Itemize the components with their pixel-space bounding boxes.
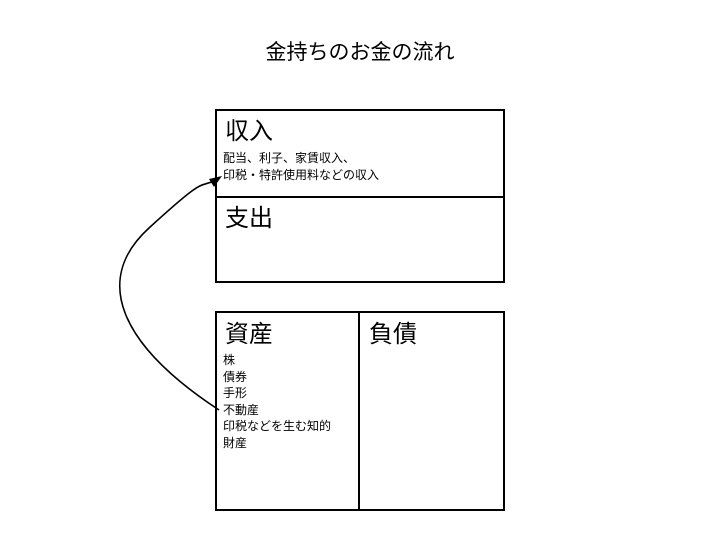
asset-item: 不動産 (223, 402, 260, 417)
diagram-title: 金持ちのお金の流れ (265, 40, 455, 64)
asset-heading: 資産 (225, 320, 273, 348)
asset-item: 印税などを生む知的 (223, 419, 332, 433)
income-box: 収入 配当、利子、家賃収入、 印税・特許使用料などの収入 (215, 109, 505, 197)
liability-box: 負債 (358, 311, 505, 511)
liability-heading: 負債 (369, 320, 417, 348)
asset-list: 株 債券 手形 不動産 印税などを生む知的 財産 (223, 352, 331, 451)
income-detail: 配当、利子、家賃収入、 印税・特許使用料などの収入 (223, 150, 379, 183)
asset-item: 財産 (223, 435, 248, 450)
asset-item: 手形 (223, 386, 248, 400)
income-heading: 収入 (225, 117, 273, 145)
asset-item: 債券 (223, 369, 248, 384)
expense-box: 支出 (215, 196, 505, 283)
income-detail-line: 配当、利子、家賃収入、 (223, 151, 356, 165)
income-detail-line: 印税・特許使用料などの収入 (223, 167, 380, 182)
expense-heading: 支出 (225, 204, 273, 232)
asset-box: 資産 株 債券 手形 不動産 印税などを生む知的 財産 (215, 311, 360, 511)
flow-arrow-line (118, 180, 220, 411)
asset-item: 株 (223, 353, 236, 367)
